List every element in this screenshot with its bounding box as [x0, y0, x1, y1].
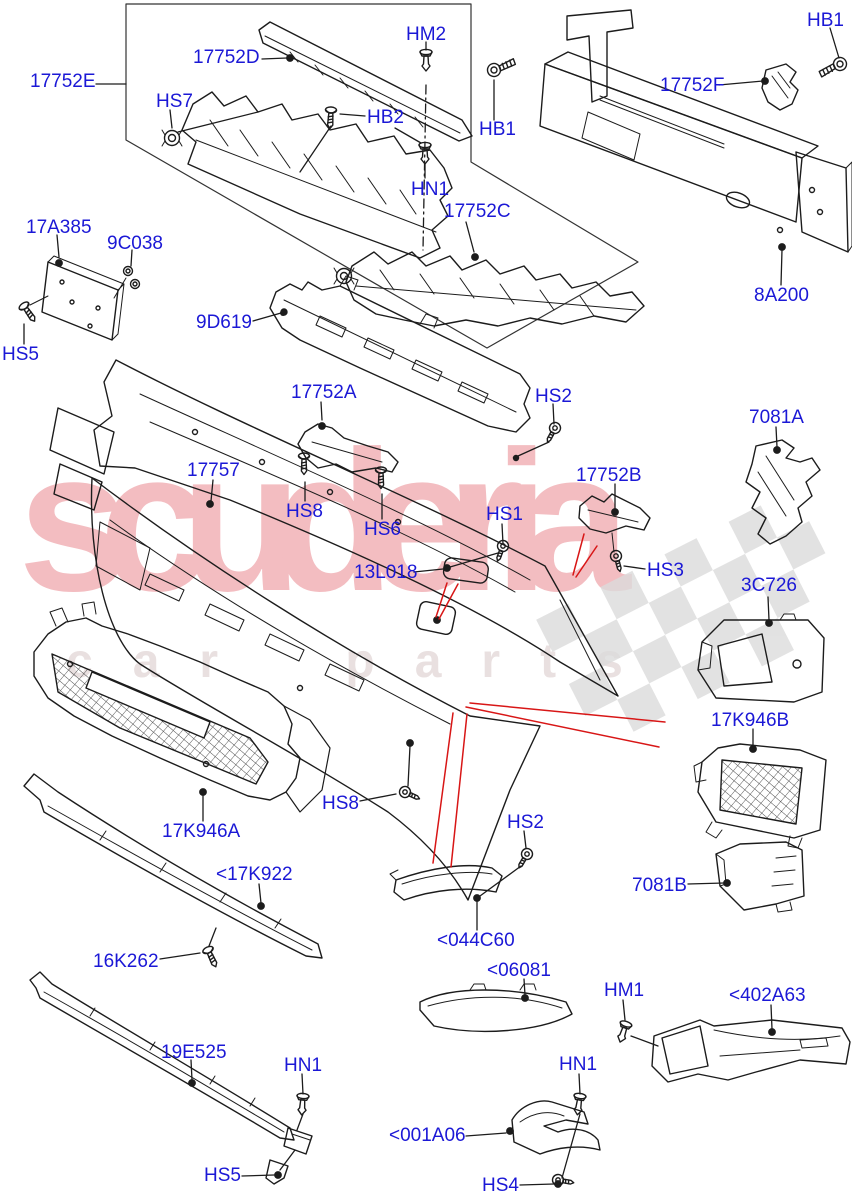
part-label-7081b[interactable]: 7081B: [632, 875, 687, 896]
part-17752c-drawing: [345, 251, 645, 327]
part-label-17k922[interactable]: <17K922: [216, 864, 293, 885]
part-bumper-cover-drawing: [49, 359, 619, 697]
fastener-label-hn1-bottom-right[interactable]: HN1: [559, 1054, 598, 1075]
part-label-001a06[interactable]: <001A06: [389, 1125, 466, 1146]
part-17k946b-drawing: [693, 743, 827, 849]
fastener-label-hm1[interactable]: HM1: [604, 980, 645, 1001]
part-17752a-drawing: [297, 422, 399, 473]
part-13l018-drawing: [442, 557, 489, 584]
fastener-label-hs4[interactable]: HS4: [482, 1175, 519, 1196]
part-label-16k262[interactable]: 16K262: [93, 951, 159, 972]
part-06081-drawing: [419, 983, 573, 1033]
fastener-label-hb1-left[interactable]: HB1: [479, 119, 516, 140]
part-label-17752d[interactable]: 17752D: [193, 47, 260, 68]
part-label-06081[interactable]: <06081: [487, 960, 551, 981]
part-bumper-lower-drawing: [90, 477, 541, 901]
part-17a385-drawing: [29, 255, 127, 341]
red-pointer-lines: [432, 533, 666, 868]
part-label-8a200[interactable]: 8A200: [754, 285, 809, 306]
part-label-17752f[interactable]: 17752F: [660, 75, 725, 96]
part-17k946a-drawing: [33, 601, 331, 813]
part-label-17757[interactable]: 17757: [187, 460, 240, 481]
fastener-label-hb2[interactable]: HB2: [367, 107, 404, 128]
fastener-label-hs7[interactable]: HS7: [156, 91, 193, 112]
part-label-7081a[interactable]: 7081A: [749, 407, 804, 428]
part-energy-absorber-drawing: [181, 91, 453, 259]
fastener-label-hs2-top[interactable]: HS2: [535, 386, 572, 407]
part-label-17752c[interactable]: 17752C: [444, 201, 511, 222]
fastener-label-hs2-low[interactable]: HS2: [507, 812, 544, 833]
part-label-17752a[interactable]: 17752A: [291, 382, 357, 403]
part-label-17752e[interactable]: 17752E: [30, 71, 96, 92]
part-label-13l018[interactable]: 13L018: [354, 562, 418, 583]
fastener-label-hm2[interactable]: HM2: [406, 24, 447, 45]
part-label-9c038[interactable]: 9C038: [107, 233, 163, 254]
watermark-tagline-text: car parts: [66, 635, 663, 688]
part-17752b-drawing: [578, 493, 651, 553]
fastener-label-hb1-right[interactable]: HB1: [807, 10, 844, 31]
part-8a200-beam-drawing: [539, 9, 852, 253]
part-label-17a385[interactable]: 17A385: [26, 217, 92, 238]
part-label-17k946b[interactable]: 17K946B: [711, 710, 790, 731]
part-label-3c726[interactable]: 3C726: [741, 575, 797, 596]
part-label-9d619[interactable]: 9D619: [196, 312, 252, 333]
part-label-402a63[interactable]: <402A63: [729, 985, 806, 1006]
assembly-box-outline: [125, 3, 639, 349]
checkered-flag-watermark: [536, 505, 826, 732]
fastener-label-hs8-low[interactable]: HS8: [322, 793, 359, 814]
leader-lines: [23, 27, 840, 1186]
fastener-label-hs5-top[interactable]: HS5: [2, 344, 39, 365]
part-3c726-drawing: [697, 613, 825, 703]
part-label-17752b[interactable]: 17752B: [576, 465, 642, 486]
part-label-044c60[interactable]: <044C60: [437, 930, 515, 951]
fastener-glyphs: [17, 48, 850, 1189]
part-17k922-drawing: [23, 773, 323, 959]
part-label-17k946a[interactable]: 17K946A: [162, 821, 241, 842]
part-label-19e525[interactable]: 19E525: [161, 1042, 227, 1063]
fastener-label-hs3[interactable]: HS3: [647, 560, 684, 581]
part-402a63-drawing: [651, 1019, 851, 1083]
fastener-label-hs1[interactable]: HS1: [486, 504, 523, 525]
fastener-label-hs6[interactable]: HS6: [364, 519, 401, 540]
fastener-label-hn1-bottom-left[interactable]: HN1: [284, 1055, 323, 1076]
watermark-brand-text: scuderia: [18, 410, 631, 633]
part-9d619-drawing: [269, 275, 531, 433]
fastener-label-hn1-top[interactable]: HN1: [411, 179, 450, 200]
fastener-label-hs8-mid[interactable]: HS8: [286, 501, 323, 522]
fastener-label-hs5-bottom[interactable]: HS5: [204, 1165, 241, 1186]
